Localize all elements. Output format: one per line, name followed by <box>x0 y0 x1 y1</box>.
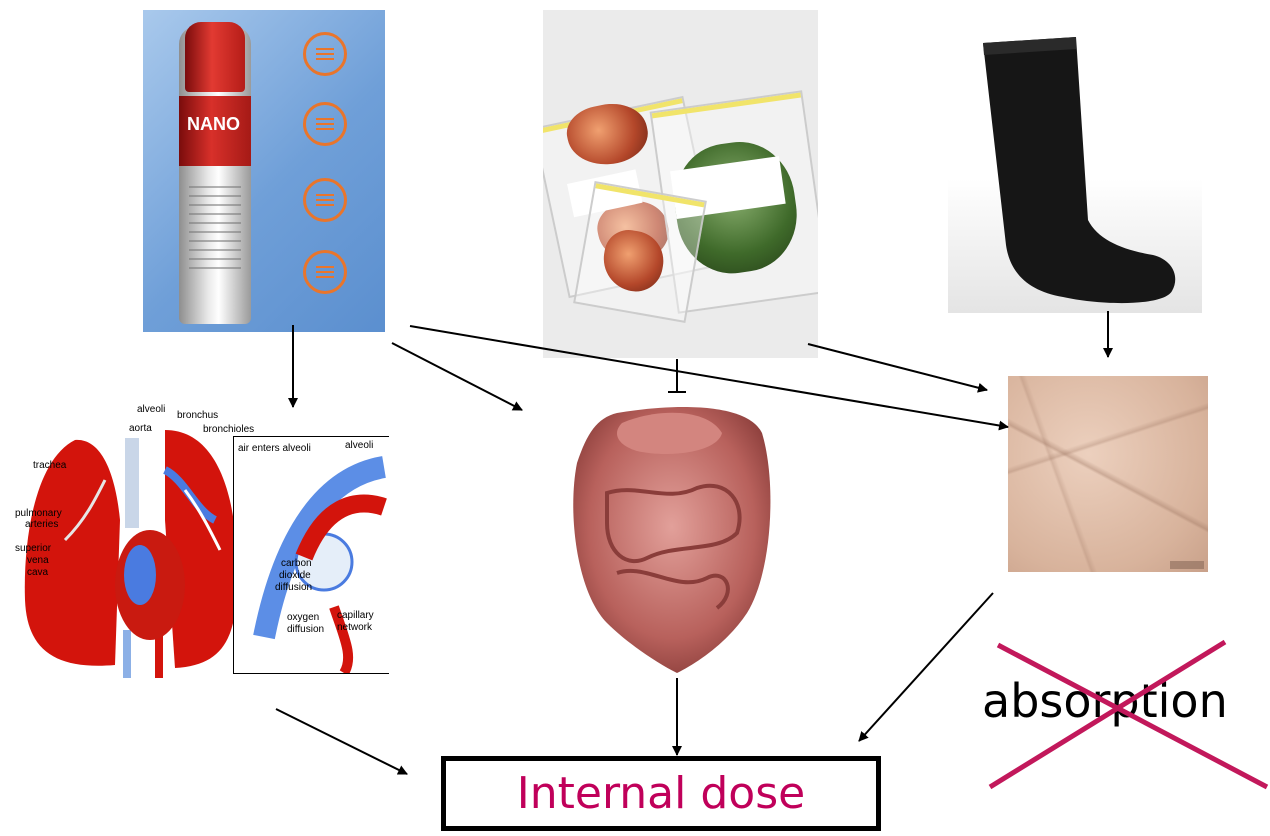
internal-dose-box: Internal dose <box>441 756 881 831</box>
arrow-skin-to-dose <box>859 593 993 741</box>
arrow-spray-to-gut <box>392 343 522 410</box>
arrow-lungs-to-dose <box>276 709 407 774</box>
internal-dose-label: Internal dose <box>517 768 805 819</box>
arrow-bags-to-skin <box>808 344 987 390</box>
arrow-spray-to-skin <box>410 326 1008 427</box>
cross-out-icon <box>990 640 1270 790</box>
